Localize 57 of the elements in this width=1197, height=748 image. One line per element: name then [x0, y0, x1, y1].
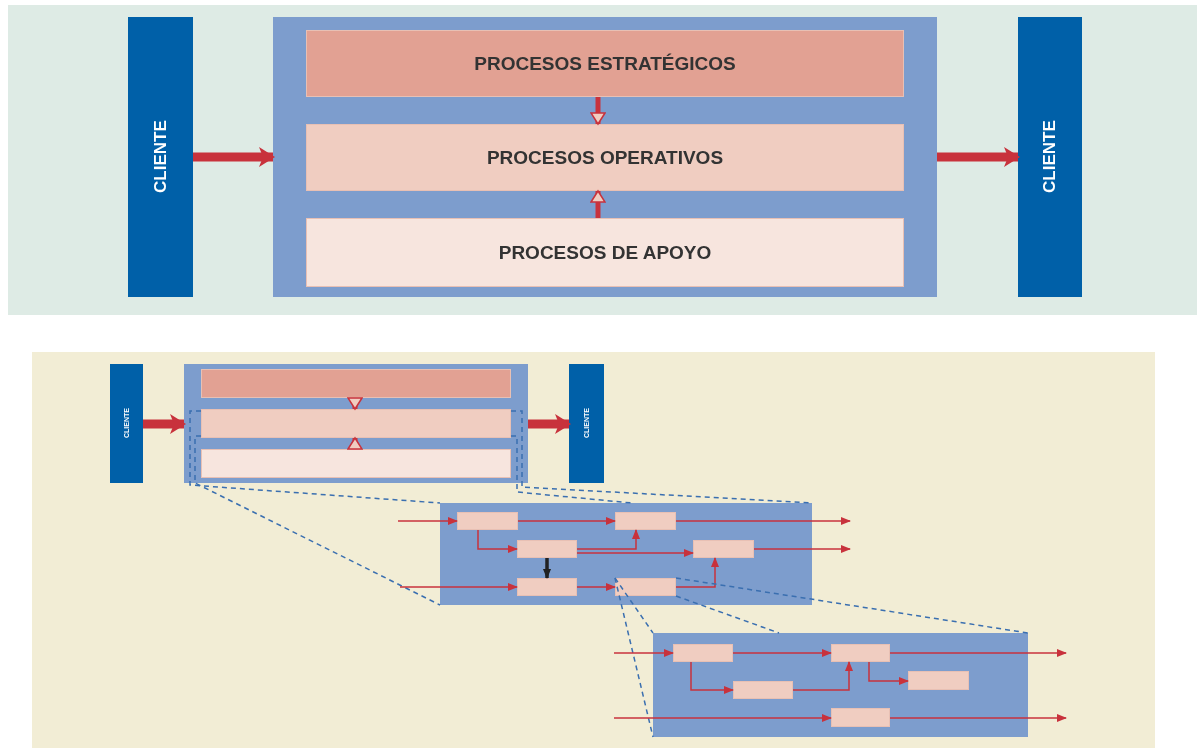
- arrow: [528, 414, 571, 434]
- process-box: [517, 540, 577, 558]
- arrow: [517, 517, 616, 525]
- zoom-line: [510, 435, 633, 504]
- process-box: [831, 644, 890, 662]
- arrow: [753, 545, 851, 553]
- process-frame: [273, 17, 937, 297]
- arrow: [613, 714, 832, 722]
- process-frame: [653, 633, 1028, 737]
- arrow: [889, 649, 1067, 657]
- process-band: [201, 449, 511, 478]
- arrow: [675, 557, 719, 588]
- arrow: [399, 583, 518, 591]
- zoom-line: [614, 577, 654, 634]
- arrow: [868, 661, 909, 685]
- arrow: [143, 414, 186, 434]
- process-box: [908, 671, 969, 690]
- arrow: [690, 661, 734, 694]
- process-box: [517, 578, 577, 596]
- client-bar: CLIENTE: [128, 17, 193, 297]
- process-band: PROCESOS DE APOYO: [306, 218, 904, 287]
- zoom-line: [194, 435, 441, 606]
- arrow: [477, 529, 518, 553]
- arrow: [613, 649, 674, 657]
- arrow: [675, 517, 851, 525]
- zoom-line: [189, 410, 441, 504]
- arrow: [590, 190, 606, 218]
- process-frame: [440, 503, 812, 605]
- arrow: [576, 583, 616, 591]
- process-box: PROCESOS OPERATIVOS: [306, 124, 904, 191]
- process-box: [615, 512, 676, 530]
- process-box: [201, 409, 511, 438]
- zoom-line: [675, 577, 1029, 634]
- arrow: [347, 397, 363, 410]
- process-box: [733, 681, 793, 699]
- arrow: [732, 649, 832, 657]
- process-box: [615, 578, 676, 596]
- process-band: [201, 369, 511, 398]
- process-box: [673, 644, 733, 662]
- process-frame: [184, 364, 528, 483]
- process-box: [457, 512, 518, 530]
- zoom-line: [614, 577, 654, 738]
- arrow: [193, 147, 275, 167]
- arrow: [347, 437, 363, 450]
- zoom-line: [675, 595, 780, 634]
- arrow: [576, 529, 640, 550]
- arrow: [397, 517, 458, 525]
- process-box: [831, 708, 890, 727]
- arrow: [576, 549, 694, 557]
- arrow: [937, 147, 1020, 167]
- process-band: PROCESOS ESTRATÉGICOS: [306, 30, 904, 97]
- arrow: [590, 97, 606, 125]
- process-box: [693, 540, 754, 558]
- arrow: [792, 661, 853, 691]
- arrow: [889, 714, 1067, 722]
- arrow: [543, 558, 551, 579]
- client-bar: CLIENTE: [1018, 17, 1082, 297]
